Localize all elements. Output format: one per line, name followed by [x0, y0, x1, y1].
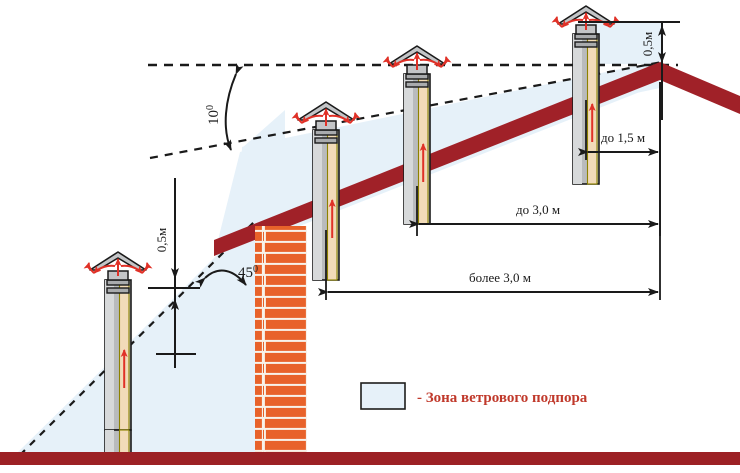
dim-more-than-3-0-label: более 3,0 м	[469, 270, 531, 285]
angle-45-annotation: 450	[194, 264, 258, 288]
dim-up-to-3-0-label: до 3,0 м	[516, 202, 560, 217]
legend-label: - Зона ветрового подпора	[417, 390, 588, 406]
angle-10-degree-sign: 0	[205, 105, 216, 110]
dim-left-height-label: 0,5м	[154, 228, 169, 252]
angle-10-annotation: 100	[205, 63, 244, 151]
dim-ridge-height: 0,5м	[578, 21, 680, 120]
dim-more-than-3-0: более 3,0 м	[318, 82, 661, 300]
angle-45-degree-sign: 0	[253, 264, 258, 275]
dim-left-height: 0,5м	[148, 178, 200, 368]
angle-45-value: 45	[238, 265, 253, 281]
ground-line	[0, 452, 740, 465]
legend: - Зона ветрового подпора	[360, 382, 588, 410]
roof-ridge	[660, 62, 740, 114]
brick-wall	[255, 226, 307, 452]
dim-up-to-1-5-label: до 1,5 м	[601, 130, 645, 145]
dim-ridge-height-label: 0,5м	[640, 32, 655, 56]
angle-10-value: 10	[206, 110, 222, 125]
wind-backwater-zone-swatch	[360, 382, 406, 410]
svg-text:450: 450	[238, 264, 258, 282]
svg-text:100: 100	[205, 105, 223, 125]
